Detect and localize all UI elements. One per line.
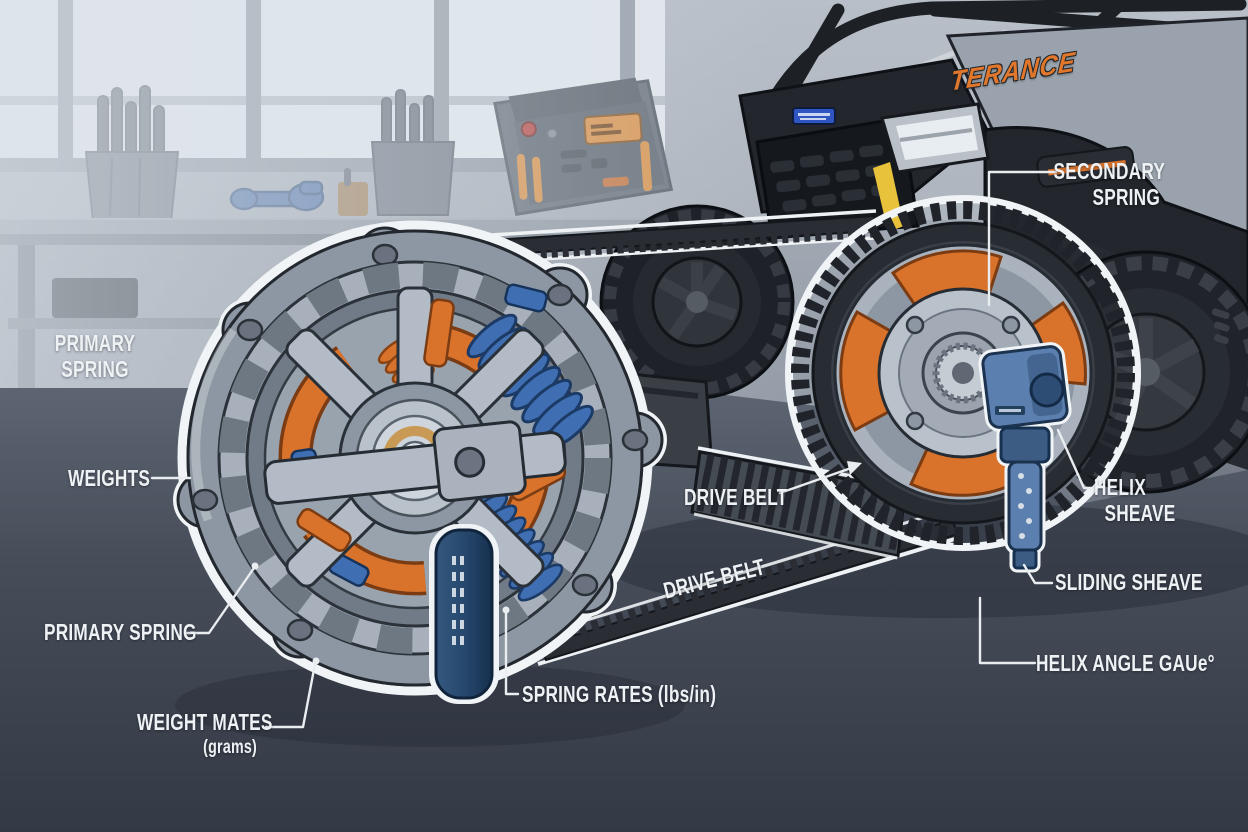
label-sliding-sheave: SLIDING SHEAVE: [1055, 569, 1203, 595]
leader-helix-angle: [978, 596, 1037, 665]
utv-vehicle: [599, 0, 1248, 494]
label-line: HELIX: [1094, 474, 1146, 500]
label-line: SHEAVE: [1104, 500, 1176, 526]
primary-clutch: [173, 220, 667, 704]
leader-helix-sheave: [1056, 428, 1096, 490]
label-line: PRIMARY: [54, 330, 136, 356]
tire-lettering: [1211, 308, 1230, 345]
leader-weight-mates: [264, 662, 317, 729]
tool-handle-markings: [452, 556, 464, 645]
label-weights: WEIGHTS: [68, 465, 151, 491]
label-line: SECONDARY: [1053, 158, 1166, 184]
label-line: (grams): [203, 737, 257, 758]
label-line: SPRING: [61, 356, 129, 382]
label-primary-spring-top: PRIMARY SPRING: [46, 330, 144, 382]
belt-wrap-teeth: [791, 201, 1135, 545]
leader-drive-belt-arrow: [778, 465, 856, 495]
gauge-knob: [1029, 372, 1065, 408]
leader-secondary-spring: [987, 170, 1058, 307]
white-highlight-outline: [785, 195, 1141, 551]
label-secondary-spring: SECONDARY SPRING: [1054, 158, 1165, 210]
label-drive-belt-upper: DRIVE BELT: [684, 484, 788, 510]
gauge-shaft: [1007, 460, 1043, 552]
headlight: [880, 102, 990, 174]
label-spring-rates: SPRING RATES (lbs/in): [522, 681, 717, 707]
secondary-clutch: [785, 195, 1141, 573]
arrowhead: [847, 461, 862, 475]
tool-handle: [434, 528, 494, 700]
label-primary-spring: PRIMARY SPRING: [44, 619, 197, 645]
rear-tire: [599, 204, 795, 400]
front-grille: [755, 107, 920, 240]
leader-spring-rates: [504, 610, 520, 696]
helix-angle-gauge-tool: [978, 342, 1072, 573]
tool-socket-hole: [454, 446, 486, 478]
gauge-scale-marks: [1018, 473, 1032, 539]
belt-teeth: [540, 510, 956, 648]
label-line: WEIGHT MATES: [137, 709, 273, 735]
label-line: SPRING: [1092, 184, 1160, 210]
leader-primary-spring: [184, 566, 256, 635]
gauge-collar: [999, 426, 1051, 464]
clutch-tool: [263, 420, 567, 704]
casting-pockets: [219, 262, 611, 654]
side-vent: [1036, 146, 1136, 188]
leader-dots: [251, 461, 862, 665]
label-helix-sheave: HELIX SHEAVE: [1094, 474, 1176, 526]
leader-lines: [150, 170, 1096, 729]
label-helix-angle-gauge: HELIX ANGLE GAUe°: [1036, 650, 1215, 676]
belt-outline: [537, 536, 959, 666]
leader-sliding-sheave: [1022, 563, 1054, 585]
label-weight-mates: WEIGHT MATES (grams): [137, 709, 272, 761]
